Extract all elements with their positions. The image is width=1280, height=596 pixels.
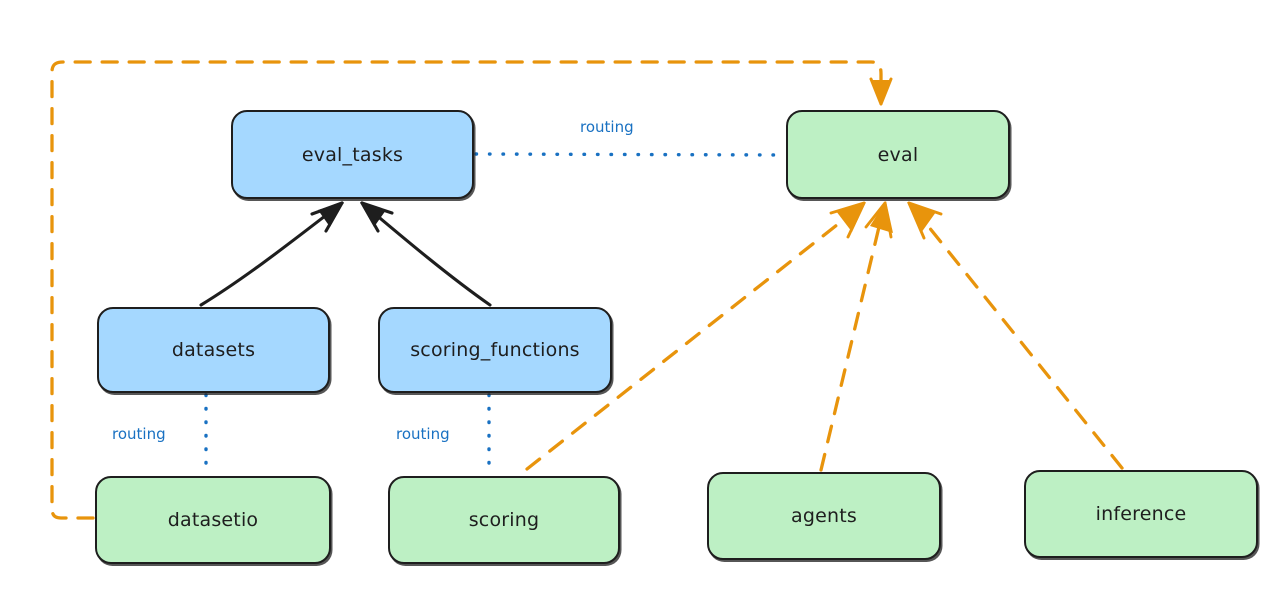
node-label-inference: inference xyxy=(1095,503,1187,525)
node-label-datasetio: datasetio xyxy=(167,509,259,531)
edge-label-routing-datasets: routing xyxy=(112,425,166,443)
node-eval[interactable]: eval xyxy=(786,110,1010,199)
node-label-eval-tasks: eval_tasks xyxy=(301,143,404,166)
node-label-scoring: scoring xyxy=(468,509,540,531)
node-datasetio[interactable]: datasetio xyxy=(95,476,331,564)
node-datasets[interactable]: datasets xyxy=(97,307,330,393)
node-agents[interactable]: agents xyxy=(707,472,941,560)
node-label-agents: agents xyxy=(791,505,857,527)
edge-label-routing-eval-tasks: routing xyxy=(580,118,634,136)
node-label-datasets: datasets xyxy=(171,339,256,361)
edge-scoring-functions-to-eval-tasks xyxy=(360,201,492,307)
edge-label-routing-scoring-functions: routing xyxy=(396,425,450,443)
edge-datasetio-to-eval xyxy=(50,60,893,520)
node-scoring-functions[interactable]: scoring_functions xyxy=(378,307,612,393)
node-label-eval: eval xyxy=(877,143,919,166)
node-label-scoring-functions: scoring_functions xyxy=(410,339,580,361)
edge-inference-to-eval xyxy=(907,201,1124,470)
node-scoring[interactable]: scoring xyxy=(388,476,620,564)
node-eval-tasks[interactable]: eval_tasks xyxy=(231,110,474,199)
edge-datasets-to-eval-tasks xyxy=(199,201,344,307)
node-inference[interactable]: inference xyxy=(1024,470,1258,558)
edge-scoring-to-eval xyxy=(525,201,866,471)
edge-eval-tasks-routes-to-eval xyxy=(474,152,786,157)
edge-agents-to-eval xyxy=(819,201,893,472)
